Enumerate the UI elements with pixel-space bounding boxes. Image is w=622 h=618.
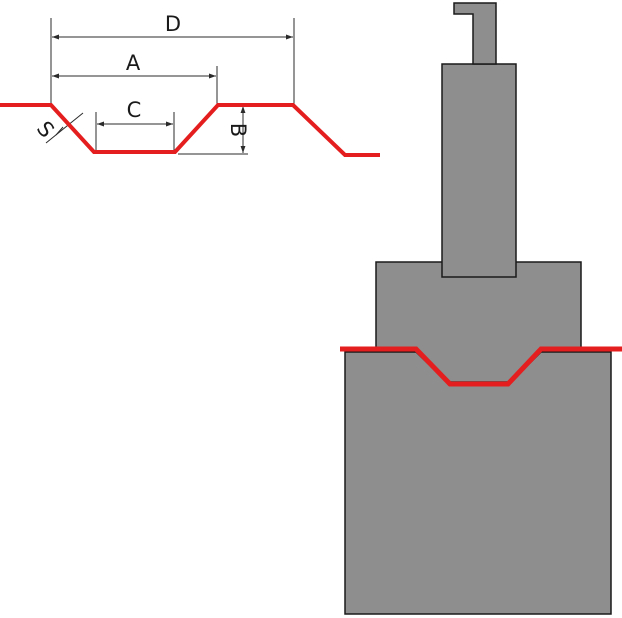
dimension-b-label: B — [226, 123, 250, 137]
die-block — [344, 351, 612, 615]
profile-drawing: D A C B S — [0, 12, 380, 157]
punch-tang — [453, 2, 497, 65]
dimension-s-label: S — [32, 117, 59, 143]
dimension-a-label: A — [126, 51, 141, 75]
dimension-d-label: D — [165, 12, 181, 36]
bent-sheet — [340, 346, 622, 387]
press-tooling — [340, 2, 622, 615]
punch-shank — [441, 63, 517, 278]
dimension-s-line — [45, 112, 84, 144]
dimension-s-tick — [55, 126, 64, 136]
dimension-c-label: C — [127, 98, 142, 122]
sheet-profile — [0, 103, 380, 157]
